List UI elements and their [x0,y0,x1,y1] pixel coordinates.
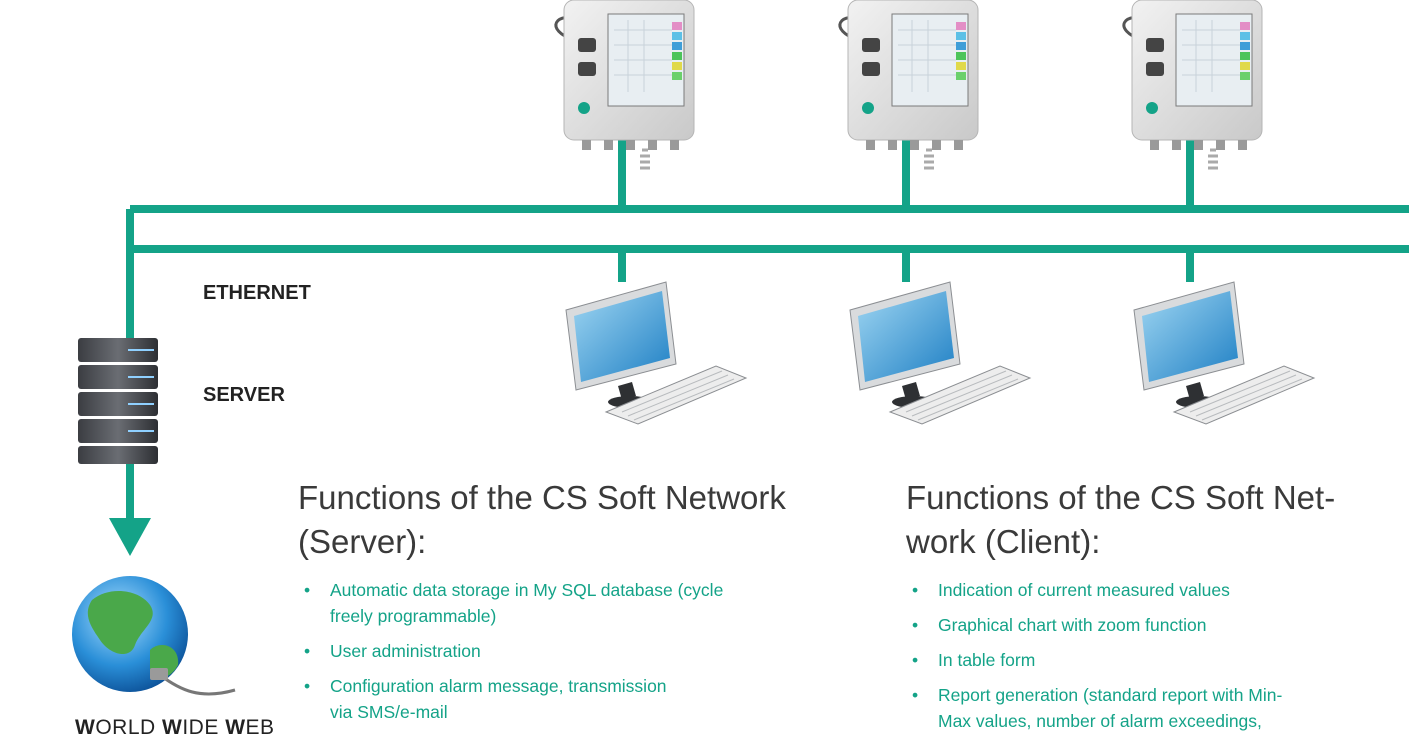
client-pc-icon [849,281,1032,425]
client-functions-list: Indication of current measured values Gr… [906,577,1406,743]
server-icon [78,338,158,464]
list-item: In table form [906,647,1406,673]
ethernet-label: ETHERNET [203,282,311,304]
globe-icon [72,576,236,696]
list-item: Automatic data storage in My SQL databas… [298,577,878,629]
server-functions-list: Automatic data storage in My SQL databas… [298,577,878,734]
client-pc-icon [565,281,748,425]
list-item: Graphical chart with zoom function [906,612,1406,638]
list-item: Configuration alarm message, transmissio… [298,673,878,725]
down-arrow-icon [109,518,151,556]
data-logger-device [554,0,695,170]
client-section-title: Functions of the CS Soft Net- work (Clie… [906,479,1336,560]
data-logger-device [838,0,979,170]
world-wide-web-label: WORLD WIDE WEB [75,716,275,739]
data-logger-device [1122,0,1263,170]
server-label: SERVER [203,384,285,406]
client-pc-icon [1133,281,1316,425]
server-section-title: Functions of the CS Soft Network (Server… [298,479,786,560]
list-item: Report generation (standard report with … [906,682,1406,734]
list-item: User administration [298,638,878,664]
list-item: Indication of current measured values [906,577,1406,603]
